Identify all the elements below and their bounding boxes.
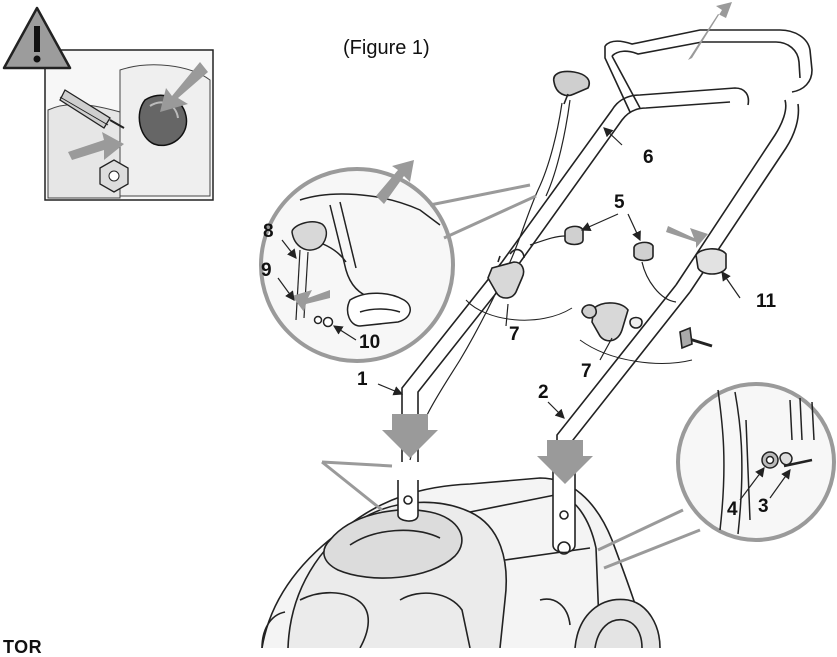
callout-2: 2: [538, 382, 549, 403]
callout-11: 11: [756, 291, 777, 312]
callout-4: 4: [727, 499, 738, 520]
figure-caption: (Figure 1): [343, 37, 430, 59]
detail-circle-right: [321, 382, 836, 570]
footer-text-truncated: TOR: [3, 637, 43, 657]
detail-circle-left: [259, 160, 537, 363]
callout-1: 1: [357, 369, 368, 390]
callout-10: 10: [359, 332, 381, 353]
callout-7-left: 7: [509, 324, 520, 345]
callout-7-right: 7: [581, 361, 592, 382]
callout-8: 8: [263, 221, 274, 242]
mower-body: [261, 470, 661, 649]
callout-9: 9: [261, 260, 272, 281]
callout-5: 5: [614, 192, 625, 213]
leader-lines: [277, 127, 791, 501]
motion-arrows: [382, 2, 732, 484]
warning-inset: [44, 49, 214, 201]
warning-triangle-icon: [2, 6, 72, 70]
callout-3: 3: [758, 496, 769, 517]
callout-6: 6: [643, 147, 654, 168]
